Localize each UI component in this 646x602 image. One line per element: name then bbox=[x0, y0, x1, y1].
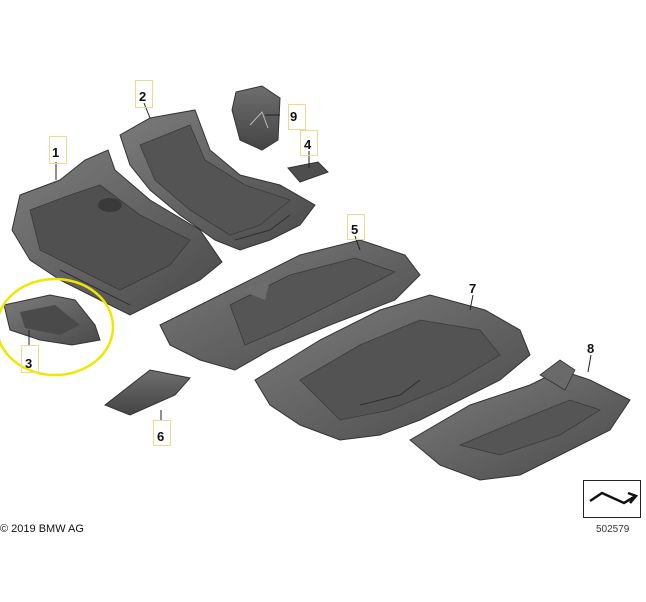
part-3-insulation[interactable] bbox=[3, 294, 101, 346]
callout-box-9 bbox=[288, 104, 306, 130]
callout-8[interactable]: 8 bbox=[587, 341, 595, 356]
highlight-ellipse bbox=[0, 277, 115, 377]
callout-box-2 bbox=[135, 80, 153, 108]
callout-3[interactable]: 3 bbox=[25, 356, 33, 371]
part-1-carpet-front-left[interactable] bbox=[11, 149, 223, 316]
leader-lines bbox=[28, 102, 592, 420]
callout-4[interactable]: 4 bbox=[304, 137, 312, 152]
part-4-pad[interactable] bbox=[287, 161, 329, 183]
callout-box-1 bbox=[49, 136, 67, 164]
part-9-bracket[interactable] bbox=[231, 85, 281, 151]
callout-1[interactable]: 1 bbox=[52, 145, 60, 160]
callout-7[interactable]: 7 bbox=[469, 281, 477, 296]
callout-2[interactable]: 2 bbox=[139, 89, 147, 104]
callout-box-4 bbox=[300, 130, 318, 156]
arrow-return-icon-graphic bbox=[589, 491, 639, 505]
callout-9[interactable]: 9 bbox=[290, 109, 298, 124]
copyright-text: © 2019 BMW AG bbox=[0, 523, 84, 535]
part-5-tunnel-cover[interactable] bbox=[159, 239, 421, 371]
callout-6[interactable]: 6 bbox=[157, 429, 165, 444]
part-7-carpet-rear[interactable] bbox=[254, 294, 531, 441]
callout-box-3 bbox=[21, 345, 39, 373]
part-6-mat[interactable] bbox=[104, 369, 191, 416]
callout-box-6 bbox=[153, 420, 171, 446]
part-2-carpet-front-right[interactable] bbox=[119, 109, 316, 251]
callout-box-5 bbox=[347, 214, 365, 240]
reference-number: 502579 bbox=[596, 524, 630, 535]
arrow-return-icon[interactable] bbox=[583, 480, 641, 518]
part-8-rear-section[interactable] bbox=[409, 359, 631, 481]
callout-5[interactable]: 5 bbox=[351, 222, 359, 237]
